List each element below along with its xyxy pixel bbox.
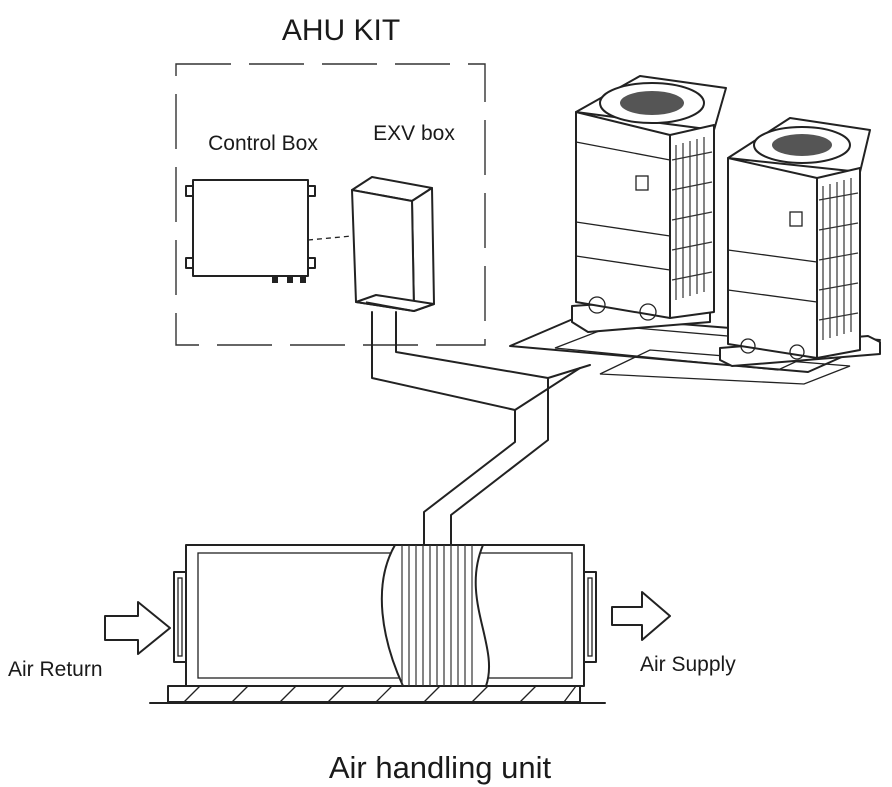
control-box <box>185 179 316 283</box>
ahu-kit-boundary <box>175 63 486 346</box>
air-return-arrow-icon <box>104 601 171 655</box>
outdoor-unit-2 <box>719 117 881 367</box>
refrigerant-piping <box>371 311 591 546</box>
control-wire <box>307 235 353 241</box>
diagram-caption: Air handling unit <box>329 750 552 785</box>
outdoor-unit-1 <box>571 75 727 333</box>
air-return-label: Air Return <box>8 658 103 681</box>
air-supply-label: Air Supply <box>640 653 736 676</box>
air-supply-arrow-icon <box>611 591 671 641</box>
kit-title: AHU KIT <box>282 14 400 47</box>
air-handling-unit <box>149 544 606 704</box>
exv-box-label: EXV box <box>373 122 455 145</box>
control-box-label: Control Box <box>208 132 318 155</box>
exv-box <box>351 176 435 312</box>
